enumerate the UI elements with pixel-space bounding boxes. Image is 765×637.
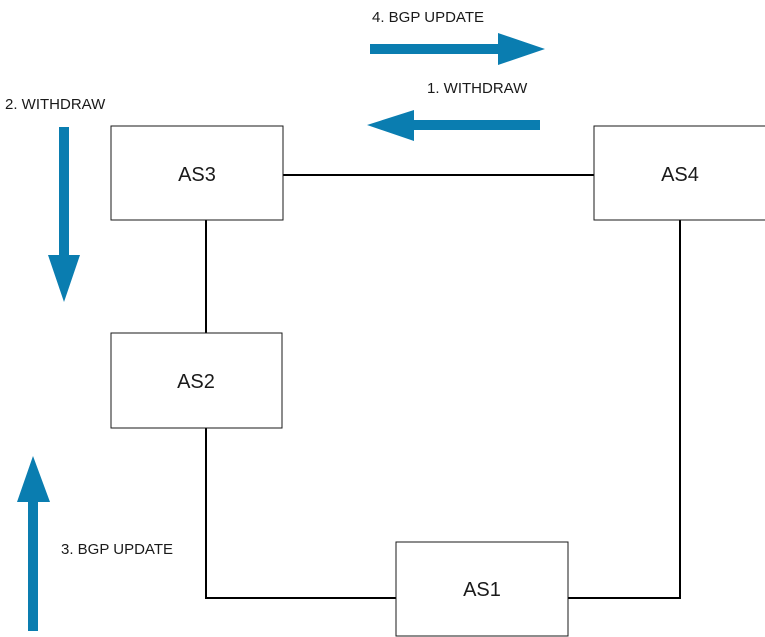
- step4-label: 4. BGP UPDATE: [372, 9, 484, 26]
- as3-label: AS3: [178, 164, 216, 186]
- step1-label: 1. WITHDRAW: [427, 80, 528, 97]
- step3-label: 3. BGP UPDATE: [61, 541, 173, 558]
- link-as4-as1: [568, 220, 681, 599]
- links: [205, 174, 681, 599]
- as4-label: AS4: [661, 164, 699, 186]
- as1-label: AS1: [463, 579, 501, 601]
- as2-label: AS2: [177, 371, 215, 393]
- step2-arrow-down: [48, 127, 80, 302]
- step4-arrow-right: [370, 33, 545, 65]
- step3-arrow-up: [17, 456, 50, 631]
- step1-arrow-left: [367, 110, 540, 141]
- as2-node: AS2: [110, 332, 283, 429]
- as3-node: AS3: [110, 125, 284, 221]
- link-as2-as1: [205, 428, 396, 599]
- as1-node: AS1: [395, 541, 569, 637]
- step2-label: 2. WITHDRAW: [5, 96, 106, 113]
- as4-node: AS4: [593, 125, 765, 221]
